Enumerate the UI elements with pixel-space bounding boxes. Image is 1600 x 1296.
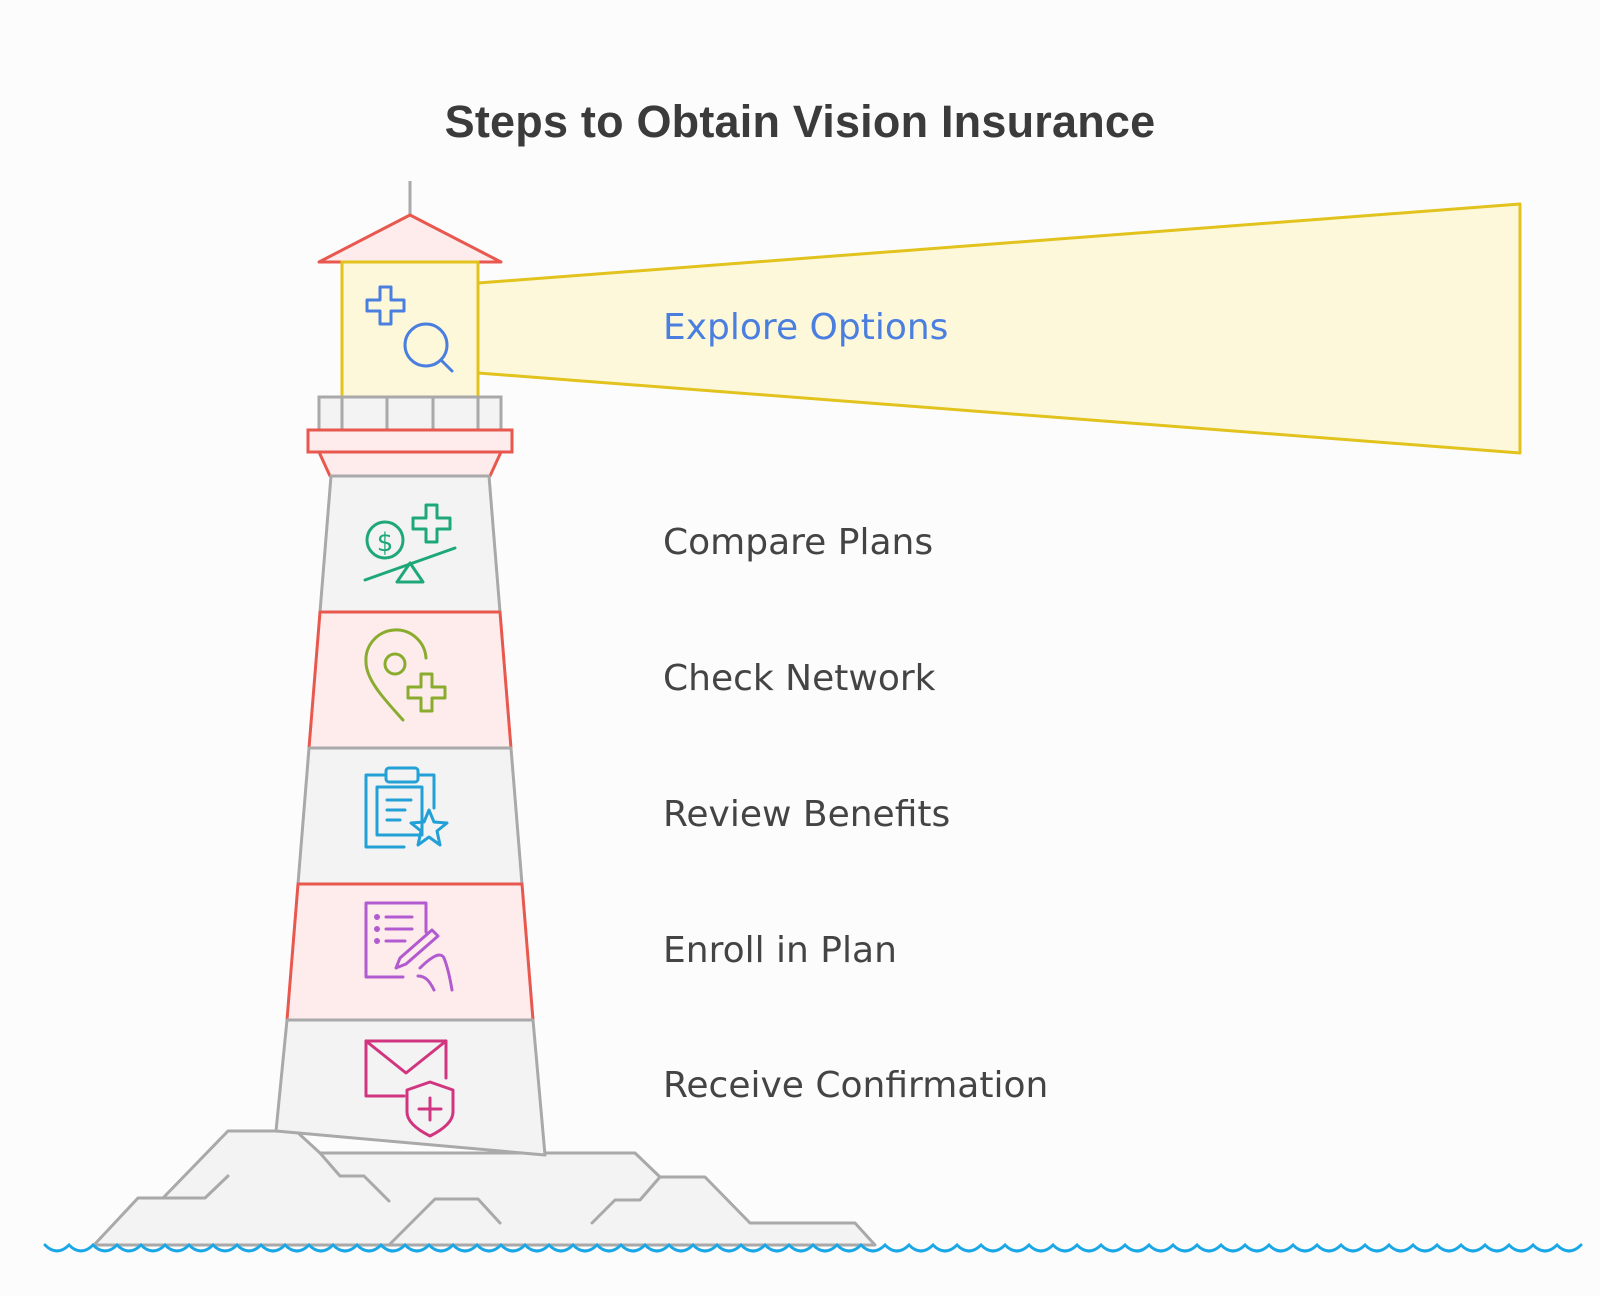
medical-search-icon [365,285,454,373]
light-beam [476,202,1522,455]
lighthouse-roof [317,213,503,264]
svg-text:$: $ [377,528,394,558]
step-label-compare-plans: Compare Plans [663,522,934,563]
step-label-review-benefits: Review Benefits [663,794,951,835]
water-waves [43,1242,1583,1253]
diagram-title: Steps to Obtain Vision Insurance [444,96,1156,147]
step-label-check-network: Check Network [663,658,936,699]
gallery-base [317,450,503,478]
tower-band-1 [318,474,502,614]
step-label-receive-confirmation: Receive Confirmation [663,1065,1049,1106]
document-sign-icon [364,901,454,992]
cost-balance-icon: $ [363,503,457,584]
gallery-railing [317,395,503,432]
mail-shield-icon [364,1039,455,1138]
gallery-platform [306,428,514,454]
rocks [92,1129,877,1247]
step-label-enroll-in-plan: Enroll in Plan [663,930,897,971]
location-plus-icon [364,628,447,722]
clipboard-star-icon [364,766,449,849]
step-label-explore-options: Explore Options [663,307,949,348]
